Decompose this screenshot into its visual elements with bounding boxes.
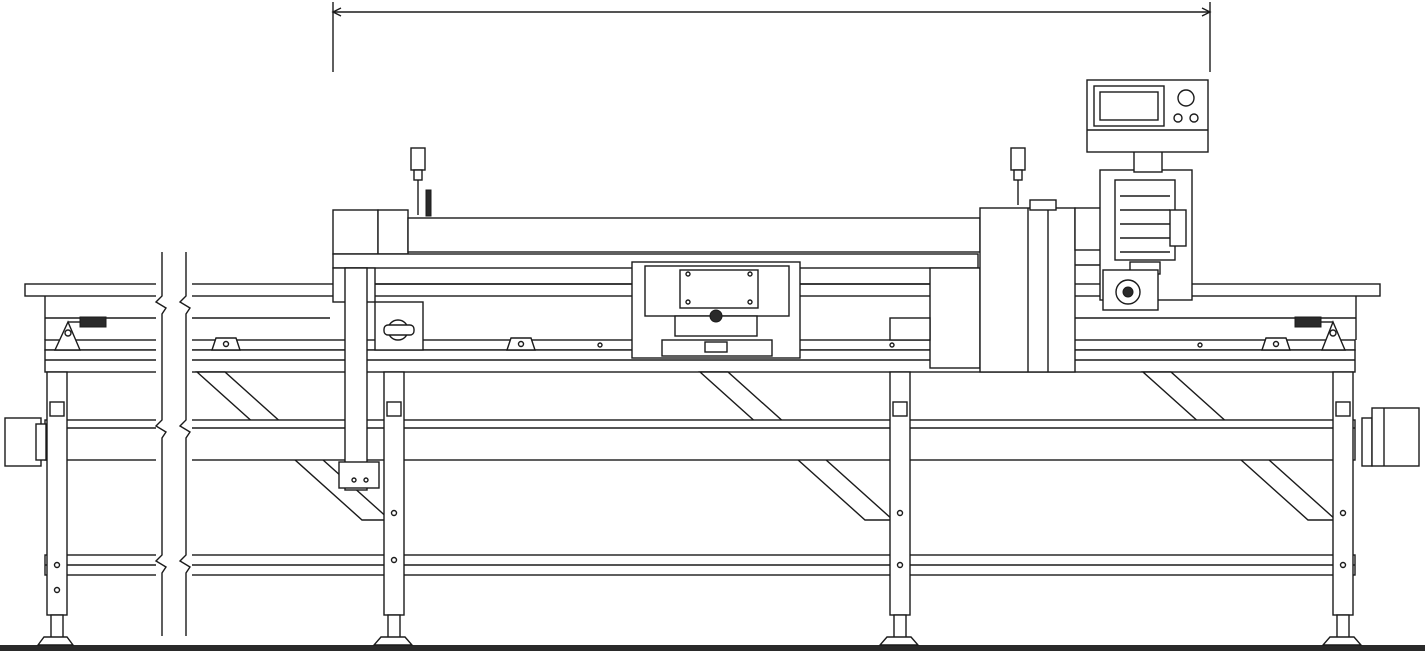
left-spring: [53, 316, 107, 351]
leg-2: [372, 371, 414, 646]
left-roller: [4, 417, 47, 467]
motor-assembly: [1074, 149, 1193, 311]
floor: [0, 645, 1425, 651]
middle-tube: [44, 419, 1356, 461]
end-rollers: [4, 407, 1420, 467]
drive-housing: [929, 147, 1076, 373]
dimension-line: [331, 2, 1212, 72]
break-lines: [154, 252, 192, 638]
lower-beam: [44, 554, 1356, 576]
right-spring: [1294, 316, 1347, 351]
leg-1: [36, 371, 75, 646]
saw-head: [631, 261, 801, 359]
tension-springs: [53, 316, 1347, 351]
control-panel: [1086, 79, 1209, 153]
leg-4: [1321, 371, 1363, 646]
rail-clamps: [211, 337, 1291, 351]
right-roller: [1361, 407, 1420, 467]
rail-bolts: [597, 317, 1203, 348]
support-legs: [36, 371, 1363, 646]
leg-3: [878, 371, 920, 646]
cutting-carriage: [332, 147, 981, 491]
